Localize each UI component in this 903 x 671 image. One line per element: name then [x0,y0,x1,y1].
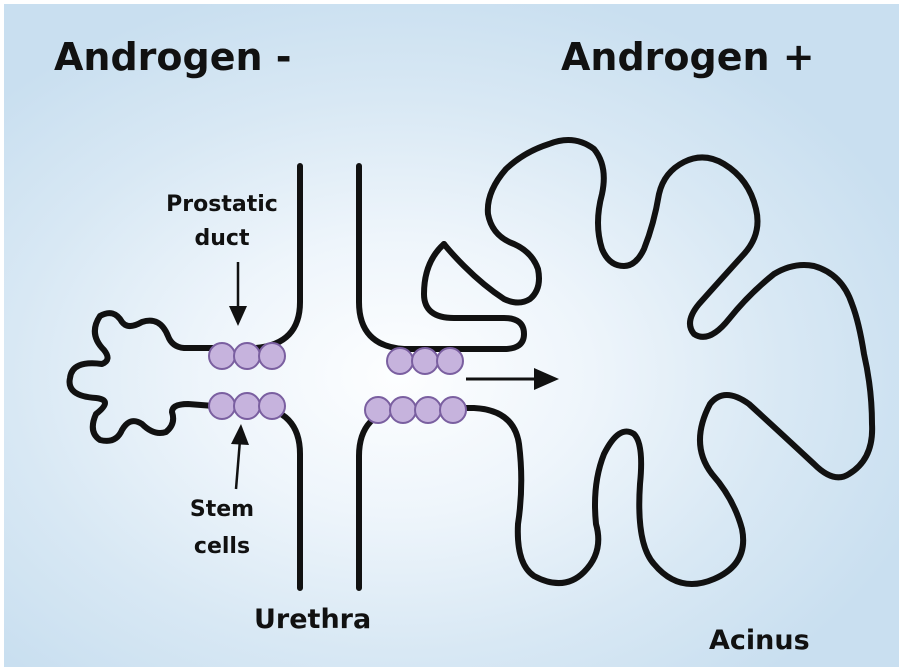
stem-cell [437,348,463,374]
stem-cell [387,348,413,374]
urethra-label: Urethra [254,604,371,635]
prostate-diagram: Androgen - Androgen + [4,4,899,667]
prostatic-duct-label-line1: Prostatic [166,192,278,217]
title-androgen-plus: Androgen + [561,35,815,79]
acinus-outline [404,140,872,584]
stem-cells-left-upper [209,343,285,369]
prostatic-duct-label-line2: duct [195,226,250,251]
acinus-label: Acinus [709,625,810,656]
title-androgen-minus: Androgen - [54,35,292,79]
stem-cell [234,393,260,419]
stem-cell [209,393,235,419]
stem-cells-left-lower [209,393,285,419]
stem-cells-right-lower [365,397,466,423]
growth-arrow-icon [466,368,559,390]
prostatic-duct-pointer-arrow [229,262,247,326]
urethra-left-wall-lower [254,406,300,588]
stem-cells-label-line2: cells [194,534,250,559]
stem-cell [259,343,285,369]
stem-cell [234,343,260,369]
urethra-right-wall-lower [359,408,404,588]
stem-cell [440,397,466,423]
stem-cell [390,397,416,423]
stem-cell [412,348,438,374]
urethra-right-wall-upper [359,166,524,349]
stem-cell [209,343,235,369]
stem-cell [415,397,441,423]
stem-cells-pointer-arrow [231,424,249,489]
stem-cells-right-upper [387,348,463,374]
stem-cell [365,397,391,423]
small-duct-outline [70,313,214,441]
diagram-slide: Androgen - Androgen + [4,4,899,667]
stem-cell [259,393,285,419]
stem-cells-label-line1: Stem [190,497,254,522]
